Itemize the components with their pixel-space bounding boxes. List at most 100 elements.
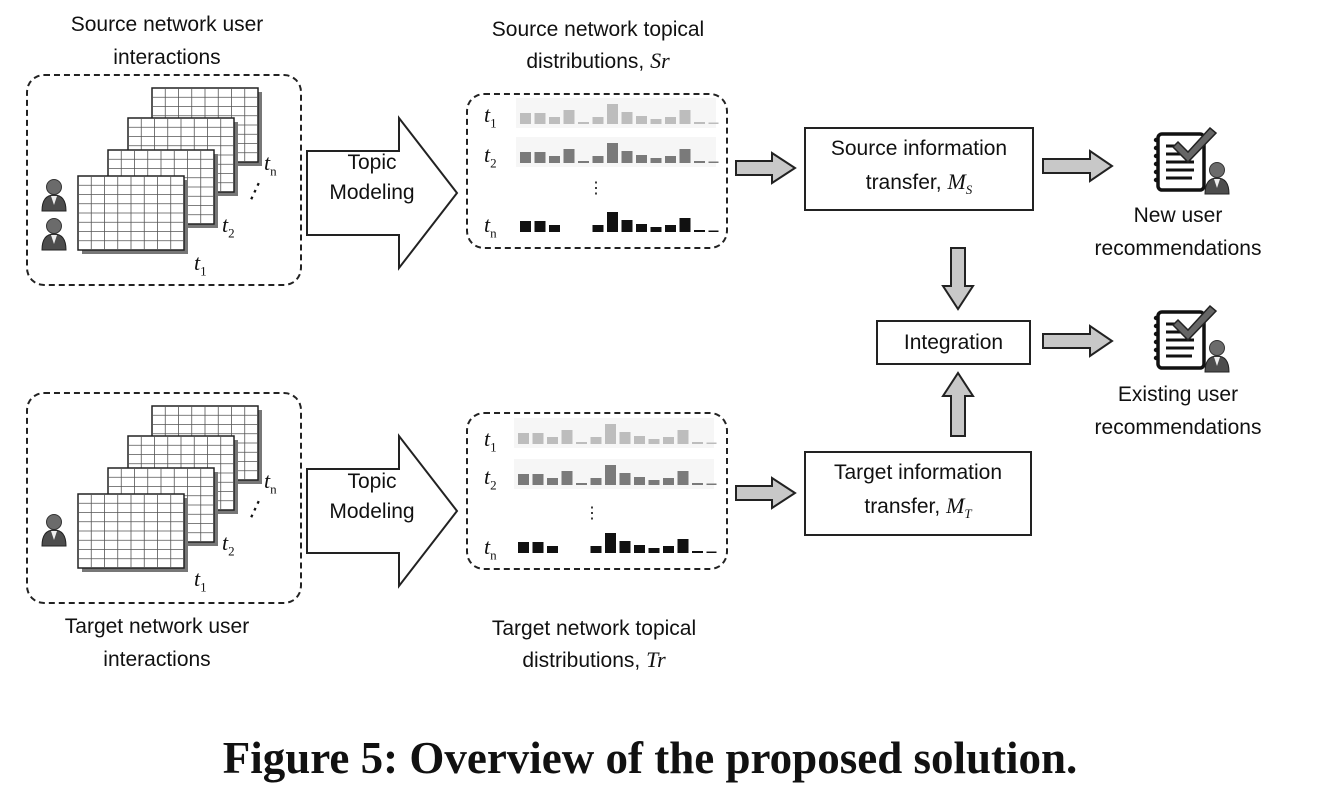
histogram-bar [677, 539, 689, 553]
integration-label: Integration [903, 331, 1004, 354]
new-user-line2: recommendations [1094, 237, 1262, 260]
histogram-bar [578, 122, 589, 124]
histogram-bar [650, 227, 662, 232]
histogram-bar [549, 156, 560, 163]
histogram-bar [607, 212, 618, 232]
histogram-bar [621, 151, 633, 163]
histogram-bar [563, 110, 575, 124]
histogram-baseline-mark [706, 442, 717, 444]
histogram-bar [561, 471, 573, 485]
source-time-tn: tn [264, 150, 277, 179]
histogram-bar [621, 112, 633, 124]
existing-user-line2: recommendations [1094, 416, 1262, 439]
histogram-bar [592, 117, 604, 124]
target-topical-line2: distributions, Tr [522, 647, 666, 672]
source-topic-modeling-arrow [306, 115, 459, 271]
histogram-bar [605, 533, 616, 553]
source-information-transfer-box: Source information transfer, MS [804, 127, 1034, 211]
arrow-integration-to-existing [1042, 324, 1114, 358]
target-topic-line2: Modeling [329, 500, 415, 523]
target-hist-t2: t2 [484, 464, 497, 493]
histogram-bar [518, 474, 529, 485]
histogram-bar [634, 477, 645, 485]
histogram-baseline-mark [706, 551, 717, 553]
source-interactions-line1: Source network user [70, 13, 264, 36]
source-topical-line1: Source network topical [491, 18, 705, 41]
source-transfer-line1: Source information [830, 136, 1008, 160]
target-topical-label: Target network topical distributions, Tr [446, 613, 742, 676]
histogram-bar [650, 119, 662, 124]
histogram-bar [663, 437, 674, 444]
target-topic-modeling-arrow [306, 433, 459, 589]
histogram-bar [563, 149, 575, 163]
figure-caption: Figure 5: Overview of the proposed solut… [222, 733, 1078, 783]
histogram-bar [619, 473, 631, 485]
histogram-bar [677, 471, 689, 485]
source-hist-tn: tn [484, 212, 497, 241]
arrow-src-to-new-user [1042, 149, 1114, 183]
histogram-bar [665, 225, 676, 232]
target-time-tn: tn [264, 468, 277, 497]
target-time-t1: t1 [194, 566, 207, 595]
histogram-bar [518, 542, 529, 553]
histogram-bar [679, 149, 691, 163]
histogram-bar [636, 116, 647, 124]
source-topical-line2: distributions, Sr [526, 48, 670, 73]
arrow-tgt-to-integration [941, 371, 975, 437]
histogram-bar [665, 117, 676, 124]
histogram-bar [665, 156, 676, 163]
target-topic-modeling-label: Topic Modeling [312, 467, 432, 527]
source-topic-modeling-label: Topic Modeling [312, 148, 432, 208]
target-hist-t1: t1 [484, 426, 497, 455]
source-interactions-panel [26, 74, 302, 286]
histogram-bar [679, 218, 691, 232]
histogram-bar [592, 225, 604, 232]
histogram-bar [549, 225, 560, 232]
histogram-bar [532, 542, 544, 553]
histogram-bar [576, 442, 587, 444]
histogram-bar [634, 545, 645, 553]
histogram-bar [561, 430, 573, 444]
arrow-src-to-integration [941, 247, 975, 311]
histogram-bar [590, 437, 602, 444]
source-interactions-line2: interactions [113, 46, 221, 69]
target-time-t2: t2 [222, 530, 235, 559]
histogram-bar [534, 113, 546, 124]
integration-box: Integration [876, 320, 1031, 365]
source-hist-dots: ⋮ [588, 180, 604, 197]
histogram-bar [590, 478, 602, 485]
histogram-bar [634, 436, 645, 444]
arrow-tgt-to-transfer [735, 476, 797, 510]
existing-user-person-icon [1204, 340, 1230, 373]
target-information-transfer-box: Target information transfer, MT [804, 451, 1032, 536]
histogram-bar [547, 478, 558, 485]
histogram-bar [607, 104, 618, 124]
target-hist-dots: ⋮ [584, 505, 600, 522]
histogram-bar [607, 143, 618, 163]
source-time-t1: t1 [194, 250, 207, 279]
histogram-bar [636, 155, 647, 163]
histogram-bar [648, 439, 660, 444]
histogram-bar [692, 483, 703, 485]
histogram-bar [648, 480, 660, 485]
source-topical-label: Source network topical distributions, Sr [450, 14, 746, 77]
histogram-bar [650, 158, 662, 163]
source-topical-panel [466, 93, 728, 249]
histogram-bar [520, 152, 531, 163]
source-topical-symbol: Sr [650, 48, 670, 73]
histogram-bar [663, 478, 674, 485]
new-user-line1: New user [1133, 204, 1223, 227]
histogram-bar [547, 546, 558, 553]
histogram-bar [590, 546, 602, 553]
histogram-baseline-mark [708, 230, 719, 232]
histogram-bar [534, 152, 546, 163]
histogram-bar [532, 433, 544, 444]
target-interactions-label: Target network user interactions [12, 610, 302, 676]
target-topic-line1: Topic [347, 470, 397, 493]
histogram-bar [619, 432, 631, 444]
histogram-bar [648, 548, 660, 553]
histogram-bar [636, 224, 647, 232]
target-hist-tn: tn [484, 534, 497, 563]
